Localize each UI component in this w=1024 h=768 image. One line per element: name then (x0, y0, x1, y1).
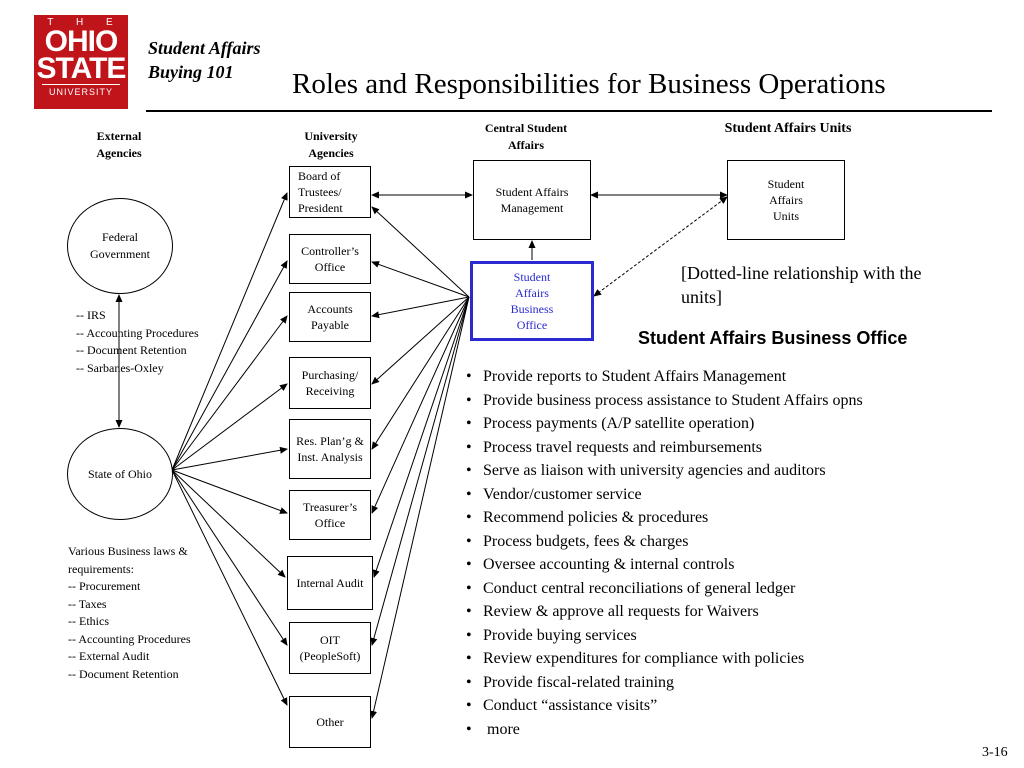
agency-internal-audit: Internal Audit (287, 556, 373, 610)
responsibilities-list: Provide reports to Student Affairs Manag… (466, 365, 863, 741)
responsibility-item: Provide fiscal-related training (466, 671, 863, 695)
responsibility-item: Serve as liaison with university agencie… (466, 459, 863, 483)
responsibility-item: Provide business process assistance to S… (466, 389, 863, 413)
agency-accounts-payable: Accounts Payable (289, 292, 371, 342)
federal-note: -- IRS (76, 308, 106, 322)
state-note: -- Accounting Procedures (68, 631, 191, 646)
state-note: -- Taxes (68, 596, 107, 611)
state-note: requirements: (68, 561, 134, 576)
student-affairs-management-box: Student Affairs Management (473, 160, 591, 240)
state-requirements-list: Various Business laws & requirements: --… (68, 543, 191, 683)
logo-the: T H E (47, 17, 123, 28)
responsibility-item: Provide buying services (466, 624, 863, 648)
responsibility-item: Provide reports to Student Affairs Manag… (466, 365, 863, 389)
federal-note: -- Document Retention (76, 343, 187, 357)
responsibility-item: Conduct “assistance visits” (466, 694, 863, 718)
responsibility-item: Review & approve all requests for Waiver… (466, 600, 863, 624)
state-note: -- Document Retention (68, 666, 179, 681)
student-affairs-business-office-box: Student Affairs Business Office (470, 261, 594, 341)
responsibility-item: Review expenditures for compliance with … (466, 647, 863, 671)
business-office-heading: Student Affairs Business Office (638, 328, 908, 348)
responsibility-item: Recommend policies & procedures (466, 506, 863, 530)
state-note: -- Ethics (68, 614, 109, 628)
agency-board-of-trustees: Board of Trustees/ President (289, 166, 371, 218)
state-note: -- External Audit (68, 649, 150, 663)
header-university-agencies: University Agencies (304, 129, 358, 160)
federal-note: -- Sarbanes-Oxley (76, 360, 164, 375)
agency-other: Other (289, 696, 371, 748)
slide-subtitle: Student Affairs Buying 101 (148, 36, 261, 84)
ohio-state-logo: T H E OHIO STATE UNIVERSITY (34, 15, 128, 109)
header-external-agencies: External Agencies (96, 129, 142, 160)
dotted-line-note: [Dotted-line relationship with the units… (681, 263, 922, 307)
responsibility-item: more (466, 718, 863, 742)
subtitle-line2: Buying 101 (148, 62, 234, 82)
responsibility-item: Vendor/customer service (466, 483, 863, 507)
responsibility-item: Process payments (A/P satellite operatio… (466, 412, 863, 436)
agency-oit-peoplesoft: OIT (PeopleSoft) (289, 622, 371, 674)
student-affairs-units-box: Student Affairs Units (727, 160, 845, 240)
logo-state: STATE (36, 52, 127, 85)
responsibility-item: Process budgets, fees & charges (466, 530, 863, 554)
agency-purchasing-receiving: Purchasing/ Receiving (289, 357, 371, 409)
logo-university: UNIVERSITY (42, 84, 120, 97)
state-of-ohio-node: State of Ohio (67, 428, 173, 520)
page-title: Roles and Responsibilities for Business … (292, 68, 886, 100)
responsibility-item: Oversee accounting & internal controls (466, 553, 863, 577)
federal-note: -- Accounting Procedures (76, 325, 199, 340)
subtitle-line1: Student Affairs (148, 38, 261, 58)
agency-treasurers-office: Treasurer’s Office (289, 490, 371, 540)
federal-requirements-list: -- IRS -- Accounting Procedures -- Docum… (76, 307, 199, 377)
federal-government-node: Federal Government (67, 198, 173, 294)
header-student-affairs-units: Student Affairs Units (724, 121, 852, 136)
agency-res-planning: Res. Plan’g & Inst. Analysis (289, 419, 371, 479)
page-number: 3-16 (982, 745, 1008, 760)
header-central-student-affairs: Central Student Affairs (484, 121, 568, 152)
logo-ohio: OHIO (44, 25, 119, 58)
state-note: Various Business laws & (68, 544, 188, 558)
state-note: -- Procurement (68, 579, 141, 593)
responsibility-item: Process travel requests and reimbursemen… (466, 436, 863, 460)
agency-controllers-office: Controller’s Office (289, 234, 371, 284)
title-divider (146, 110, 992, 112)
responsibility-item: Conduct central reconciliations of gener… (466, 577, 863, 601)
